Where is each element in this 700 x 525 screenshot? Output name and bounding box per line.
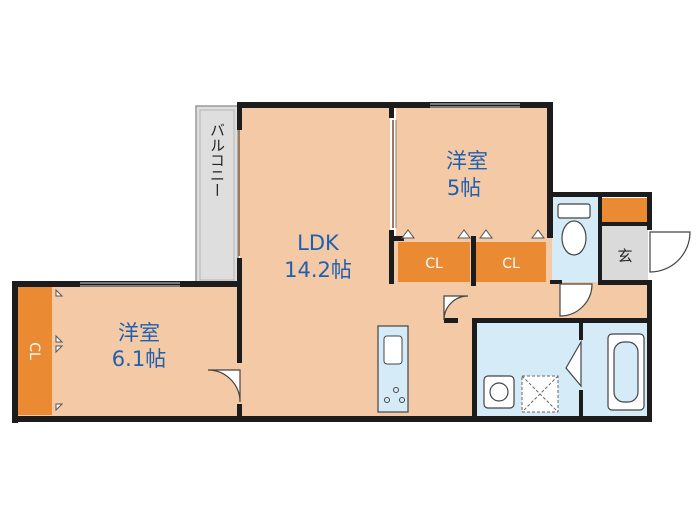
ldk-floor [240,106,390,418]
windows [80,103,520,287]
closet-mid2-label: CL [502,256,520,272]
closet-left [16,287,52,415]
walls [12,102,652,423]
closet-door-marks [55,229,545,412]
entrance-label: 玄 [617,247,632,265]
closet-left-label: CL [26,342,42,360]
balcony-rail [199,109,235,281]
western-large-name: 洋室 [118,321,160,345]
ldk-size: 14.2帖 [284,258,352,282]
kitchen-counter [377,325,409,413]
western-small-floor [396,106,550,236]
balcony-area [195,105,239,285]
closet-mid1 [398,242,470,282]
ldk-name: LDK [297,231,340,255]
western-small-size: 5帖 [447,176,481,200]
closet-mid1-label: CL [425,256,443,272]
western-large-floor [16,284,240,418]
balcony-label: バルコニー [208,123,226,198]
western-small-name: 洋室 [446,149,488,173]
bathtub [607,333,645,411]
washbasin [483,375,515,409]
door-swings [207,231,691,403]
washer-pan [521,375,559,413]
closet-mid2 [476,242,546,282]
western-large-size: 6.1帖 [112,347,166,371]
storage-small [602,198,648,224]
toilet-fixture [557,203,591,256]
entrance-floor [602,226,648,284]
